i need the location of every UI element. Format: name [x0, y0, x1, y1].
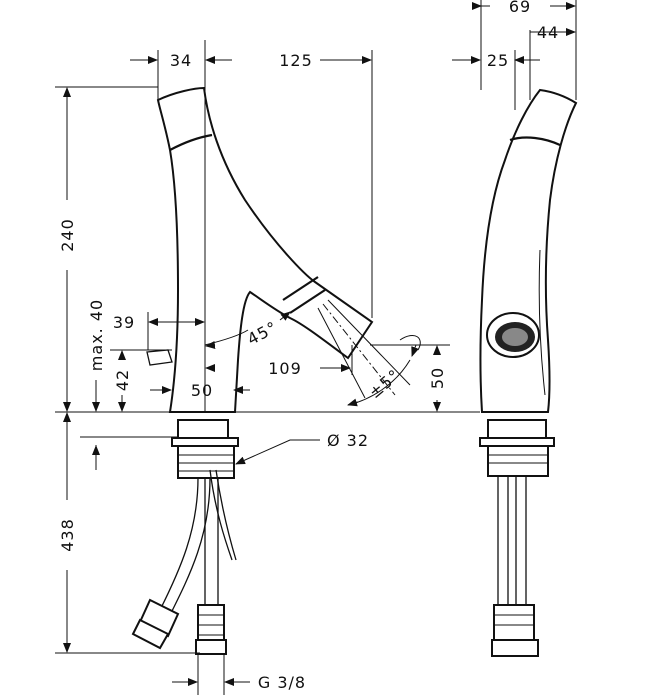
side-ring: [509, 136, 561, 146]
dim-50-base: 50: [191, 381, 213, 400]
dim-phi32: Ø 32: [327, 431, 369, 450]
dim-g38: G 3/8: [258, 673, 306, 692]
jet-center: [322, 303, 396, 396]
dim-44: 44: [537, 23, 559, 42]
dim-69: 69: [509, 0, 531, 16]
hose-right: [204, 478, 219, 615]
front-view: [131, 86, 411, 655]
side-inner-line: [538, 249, 546, 396]
threaded-shank: [177, 445, 235, 479]
dim-39: 39: [113, 313, 135, 332]
dim-42: 42: [113, 369, 132, 391]
dim-109: 109: [268, 359, 302, 378]
pop-up-rod: [209, 469, 237, 561]
spout-ring: [282, 276, 319, 301]
dimensions: [55, 0, 577, 695]
dim-34: 34: [170, 51, 192, 70]
hose-fitting-left: [131, 618, 170, 650]
hose-fitting-right: [195, 639, 227, 655]
dim-240: 240: [58, 218, 77, 252]
lever: [146, 349, 173, 366]
dim-50-right: 50: [428, 367, 447, 389]
faucet-body-front: [156, 86, 374, 413]
dim-125: 125: [279, 51, 313, 70]
top-ring-line: [169, 133, 213, 151]
jet-line-1: [317, 307, 366, 399]
spout-ring-2: [289, 289, 326, 314]
base-flange: [177, 419, 229, 439]
dim-25: 25: [487, 51, 509, 70]
side-view: [479, 88, 578, 657]
jet-line-2: [327, 299, 411, 386]
hose-left: [159, 477, 211, 616]
dim-max40: max. 40: [87, 299, 106, 371]
nut: [171, 437, 239, 447]
dim-438: 438: [58, 518, 77, 552]
dim-45deg: 45°: [244, 317, 281, 348]
